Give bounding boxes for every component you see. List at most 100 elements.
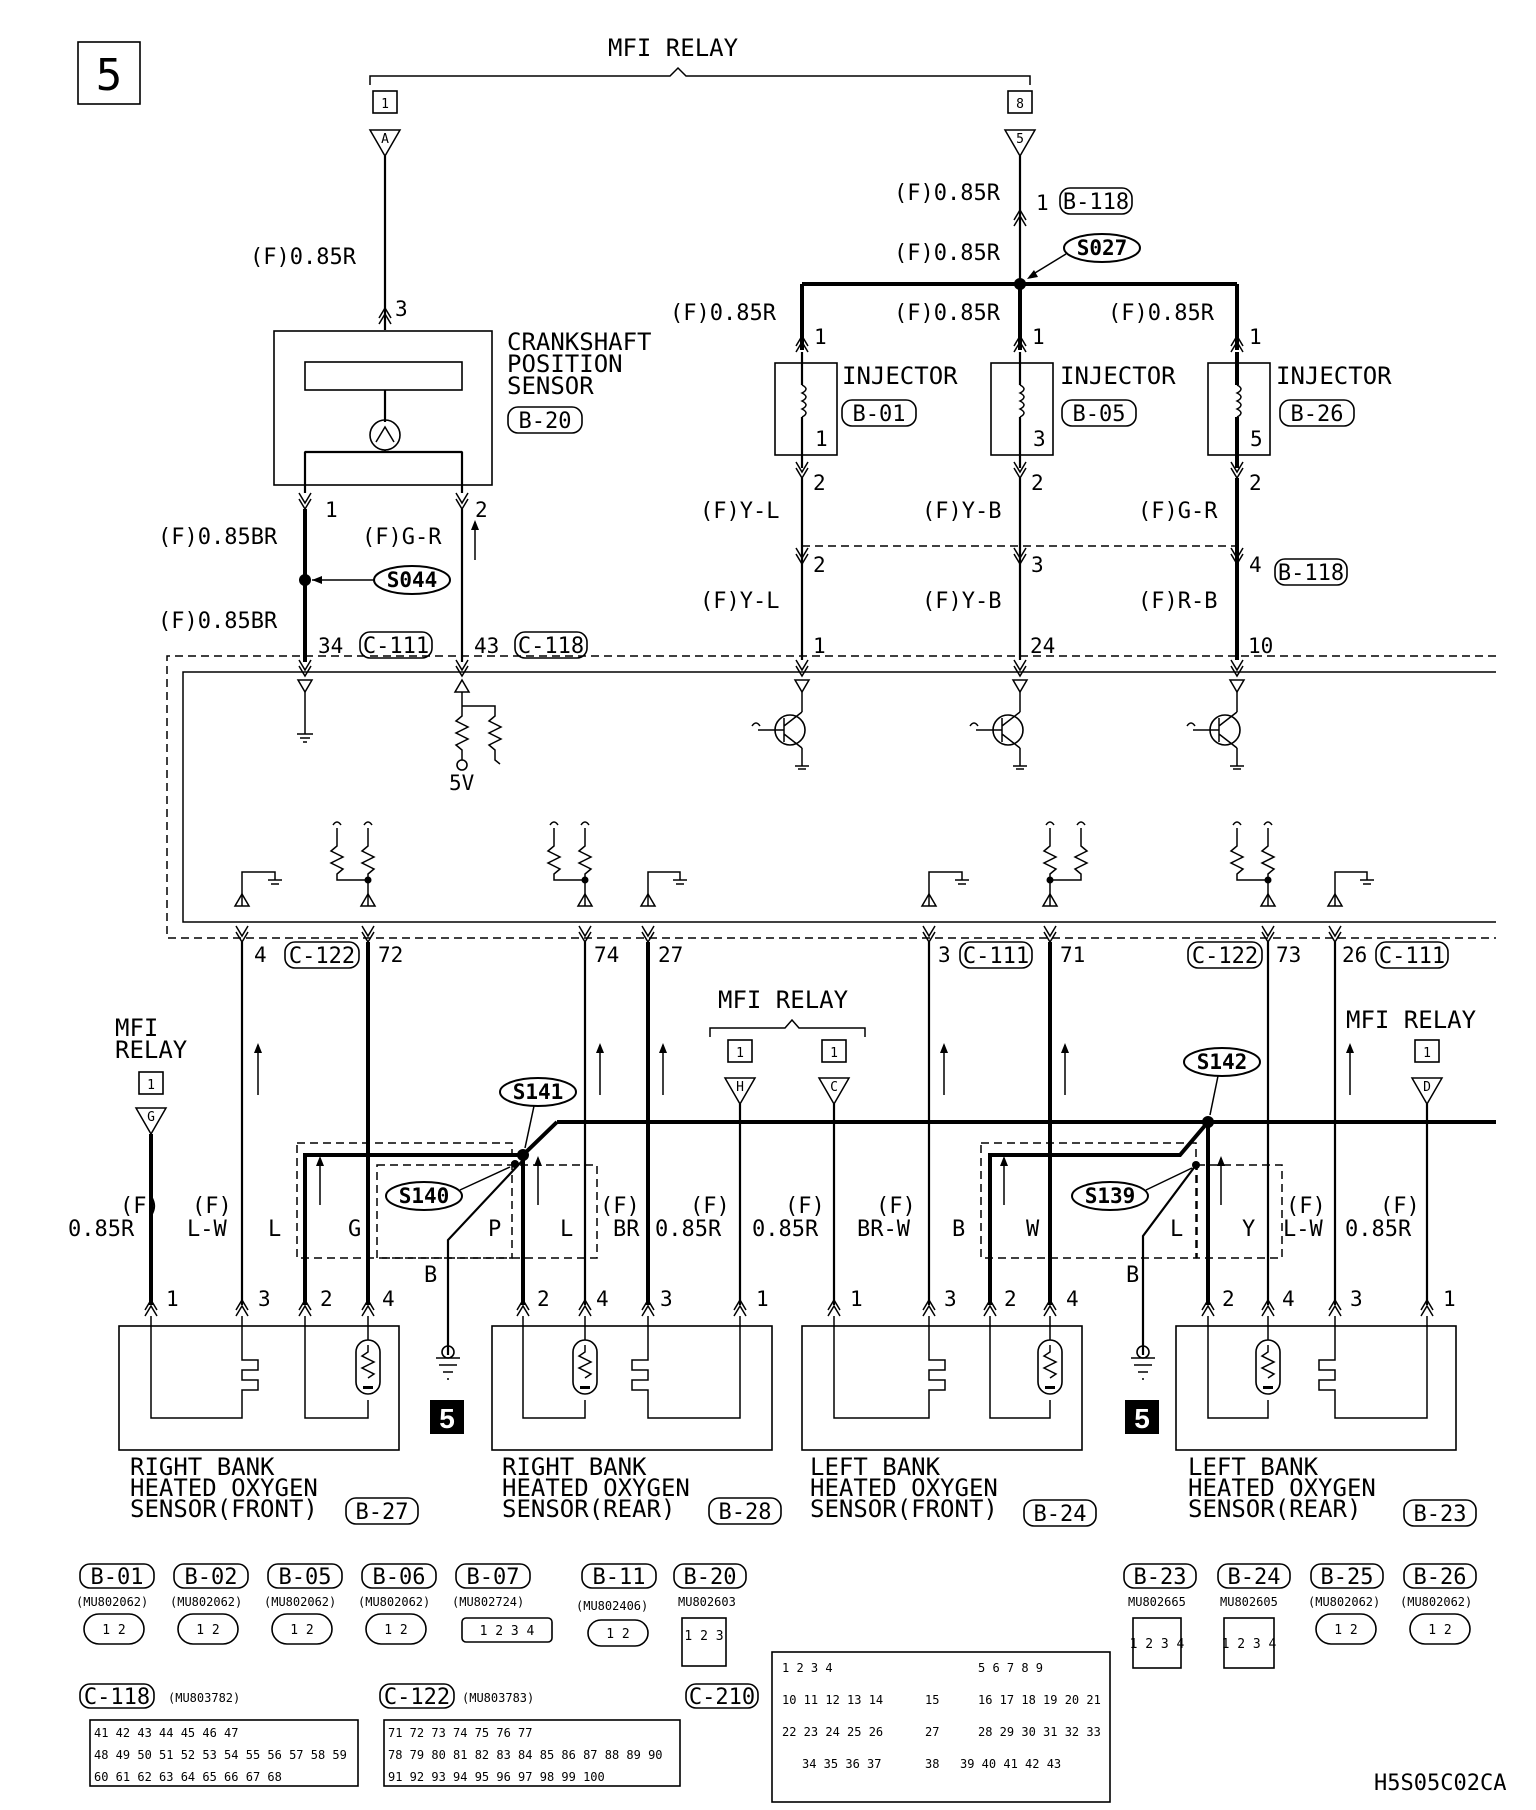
sensor-label: RIGHT BANK <box>130 1453 275 1481</box>
connector-id-pill <box>1061 399 1137 427</box>
splice-dot <box>511 1160 519 1168</box>
pin-number: 1 <box>166 1287 179 1311</box>
connector-mark <box>795 547 809 566</box>
terminal-triangle <box>723 1077 757 1106</box>
connector-id-pill <box>359 631 433 659</box>
connector-id: B-26 <box>1291 402 1344 427</box>
ground-wire <box>1141 1164 1197 1355</box>
page-number-box <box>77 41 141 105</box>
legend-connector-name: B-24 <box>1228 1565 1281 1590</box>
pin-number: 43 <box>474 634 499 658</box>
legend-pins: 1 2 3 <box>684 1629 723 1644</box>
legend-pins: 1 2 <box>290 1623 313 1638</box>
injector-coil <box>800 384 807 418</box>
connector-id: B-23 <box>1414 1502 1467 1527</box>
mfi-relay-top-label: MFI RELAY <box>608 34 739 62</box>
legend-part-number: (MU802062) <box>264 1595 336 1609</box>
c118-pin-grid: 41 42 43 44 45 46 47 48 49 50 51 52 53 5… <box>94 1726 347 1784</box>
terminal-triangle <box>368 129 402 158</box>
pin-number: 3 <box>1031 553 1044 577</box>
voltage-source <box>456 759 468 771</box>
pin-number: 4 <box>254 943 267 967</box>
pin-number: 2 <box>813 471 826 495</box>
pin-number: 1 <box>1249 325 1262 349</box>
ecu-terminal <box>1011 679 1029 694</box>
connector-mark <box>1013 659 1027 678</box>
splice-leader <box>459 1166 511 1191</box>
ground-symbol <box>1230 765 1244 770</box>
wire-label: L <box>1170 1217 1183 1242</box>
pin-number: 4 <box>596 1287 609 1311</box>
oxygen-sensor-box <box>1175 1325 1457 1451</box>
wire <box>303 450 464 493</box>
legend-part-number: MU802603 <box>678 1595 736 1609</box>
resistor <box>1229 828 1276 906</box>
connector-id: B-20 <box>519 409 572 434</box>
splice-id: S142 <box>1197 1050 1248 1074</box>
wire-label: (F) <box>690 1194 730 1219</box>
ground-symbol <box>441 1345 455 1359</box>
junction-dot <box>1264 876 1272 884</box>
legend-connector-name: C-118 <box>84 1685 150 1710</box>
sensor-label: SENSOR(REAR) <box>1188 1495 1361 1523</box>
c118-row: 60 61 62 63 64 65 66 67 68 <box>94 1770 282 1784</box>
splice-leader <box>1029 253 1067 277</box>
legend-connector-name: C-210 <box>689 1685 755 1710</box>
junction-dot <box>1046 876 1054 884</box>
connector-id-pill <box>708 1497 782 1525</box>
splice-oval <box>1183 1047 1261 1077</box>
c210-cell: 15 <box>925 1693 939 1707</box>
sensor-symbol <box>369 419 401 451</box>
connector-id-pill <box>1375 941 1449 969</box>
sensor-element <box>631 1316 741 1419</box>
pin-number: 10 <box>1248 634 1273 658</box>
connector-id: C-122 <box>289 944 355 969</box>
heater-element <box>580 1386 590 1389</box>
ecu-bottom-connector-marks <box>235 925 1342 944</box>
connector-mark <box>1230 547 1244 566</box>
resistor <box>1045 821 1086 826</box>
sensor-heater <box>304 1316 369 1419</box>
pin-number: 2 <box>1004 1287 1017 1311</box>
terminal-letter: G <box>147 1110 155 1125</box>
heater-element <box>360 1345 376 1379</box>
connector-mark <box>1230 659 1244 678</box>
ecu-terminal <box>453 678 471 693</box>
resistor <box>332 821 373 826</box>
wire-label: (F)0.85R <box>1108 301 1215 326</box>
connector-id: B-01 <box>853 402 906 427</box>
wire-label: (F)G-R <box>362 525 442 550</box>
sensor-label: HEATED OXYGEN <box>502 1474 690 1502</box>
wire-label: 0.85R <box>1345 1217 1412 1242</box>
wire-label: (F)0.85BR <box>158 609 278 634</box>
mfi-relay-label: MFI RELAY <box>1346 1006 1477 1034</box>
pin-number: 71 <box>1060 943 1085 967</box>
shield-box <box>1196 1164 1283 1259</box>
pin-number: 3 <box>944 1287 957 1311</box>
ground-symbol <box>436 1357 460 1380</box>
connector-id: C-118 <box>518 634 584 659</box>
c210-row: 5 6 7 8 9 <box>978 1661 1043 1675</box>
pin-number: 2 <box>1249 471 1262 495</box>
relay-pin: 1 <box>1423 1046 1431 1061</box>
legend-part-number: (MU802062) <box>1308 1595 1380 1609</box>
crankshaft-label: POSITION <box>507 350 623 378</box>
mfi-relay-brace <box>709 1018 866 1037</box>
legend-pins: 1 2 3 4 <box>480 1624 535 1639</box>
legend-connector-name: B-11 <box>593 1565 646 1590</box>
connector-mark <box>1013 208 1027 227</box>
wire-label: (F)0.85R <box>894 181 1001 206</box>
c118-row: 41 42 43 44 45 46 47 <box>94 1726 239 1740</box>
page-number: 5 <box>96 50 123 101</box>
pin-number: 4 <box>1282 1287 1295 1311</box>
splice-oval <box>1071 1181 1149 1211</box>
wire-label: L-W <box>187 1217 227 1242</box>
wire-label: BR <box>613 1217 640 1242</box>
ground-symbol <box>795 765 809 770</box>
splice-id: S140 <box>399 1184 450 1208</box>
connector-mark <box>298 492 312 511</box>
pin-number: 5 <box>1250 427 1263 451</box>
legend-connector-name: C-122 <box>384 1685 450 1710</box>
heater-element <box>1042 1345 1058 1379</box>
c122-row: 91 92 93 94 95 96 97 98 99 100 <box>388 1770 605 1784</box>
